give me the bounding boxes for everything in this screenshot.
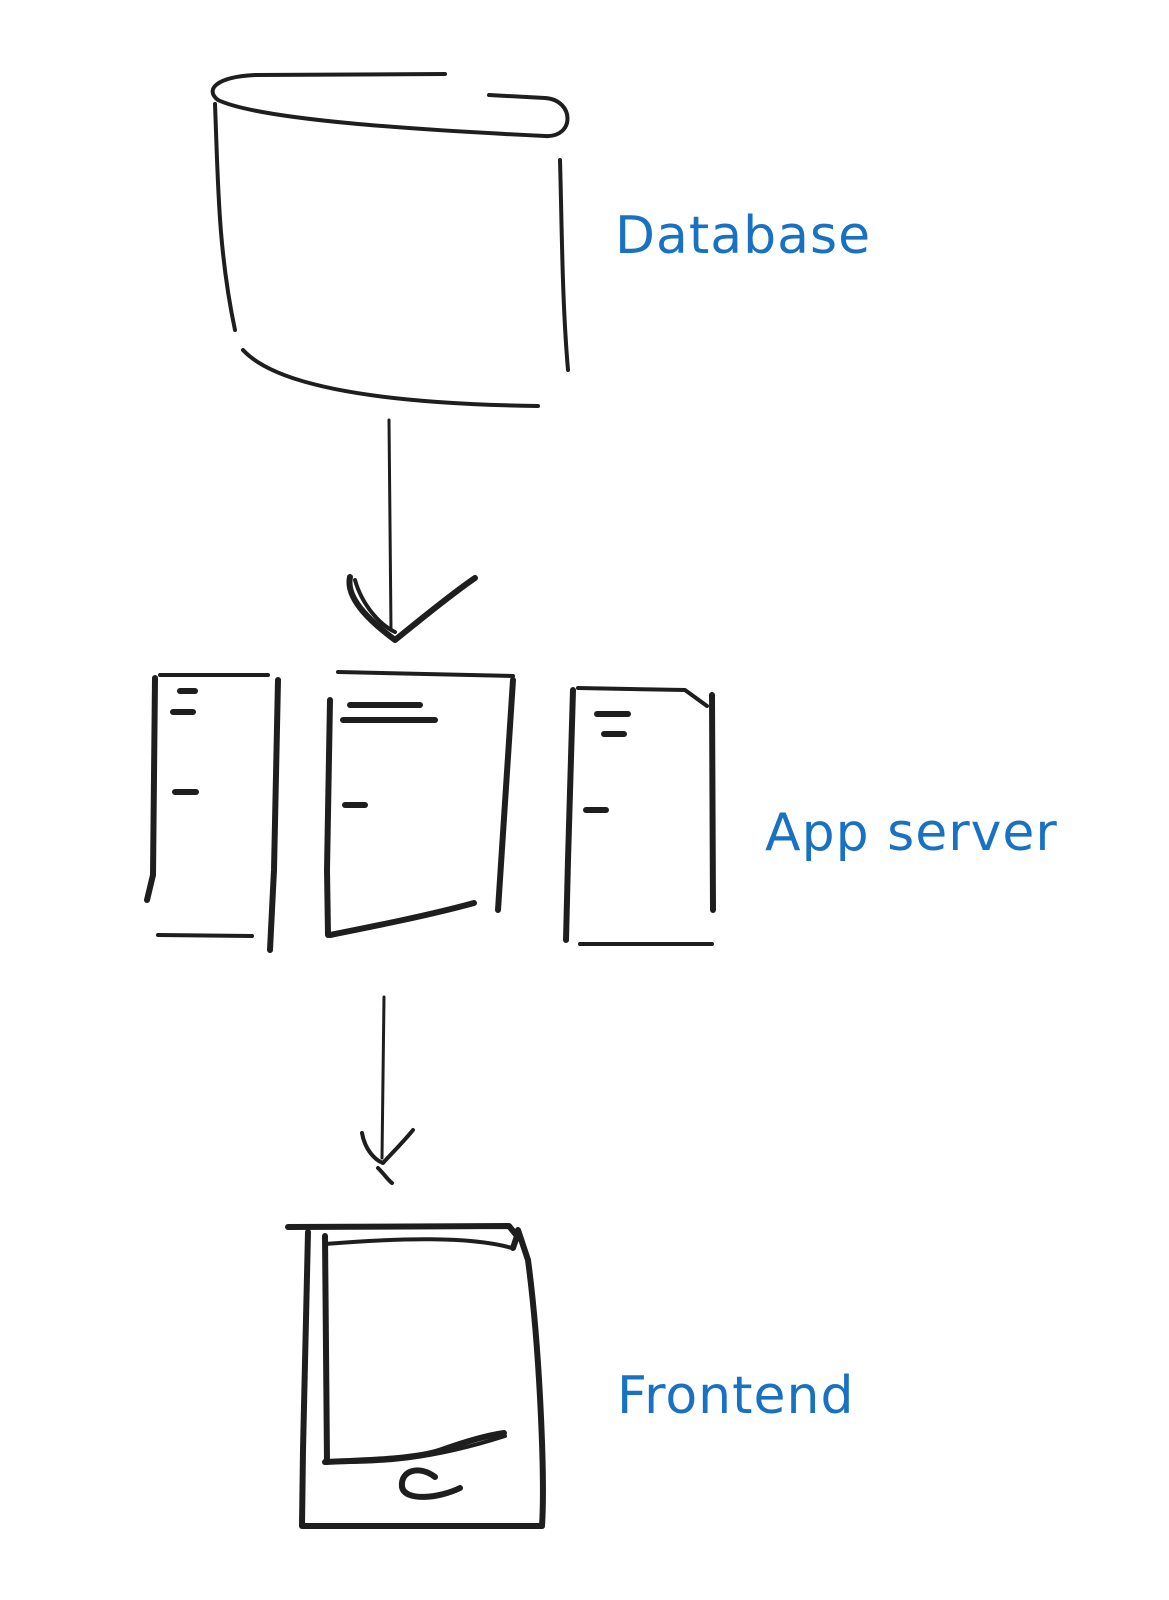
tablet-device-icon bbox=[285, 1223, 546, 1529]
server-unit-3 bbox=[563, 686, 716, 946]
node-label-frontend: Frontend bbox=[617, 1366, 854, 1426]
node-label-database: Database bbox=[615, 206, 871, 266]
server-unit-1 bbox=[144, 673, 281, 953]
server-unit-2 bbox=[324, 670, 516, 938]
edge-database-to-app-server bbox=[346, 418, 478, 643]
database-cylinder-icon bbox=[210, 72, 570, 408]
edge-app-server-to-frontend bbox=[360, 995, 415, 1185]
server-rack-icon bbox=[144, 670, 716, 953]
node-label-app-server: App server bbox=[765, 803, 1058, 863]
